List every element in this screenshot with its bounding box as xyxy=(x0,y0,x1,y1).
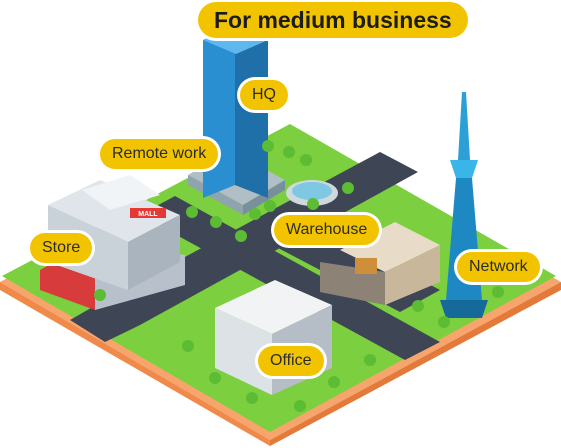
label-remote-work: Remote work xyxy=(100,139,219,169)
page-title: For medium business xyxy=(198,2,468,38)
label-hq: HQ xyxy=(240,80,288,110)
label-office: Office xyxy=(258,346,324,376)
label-store: Store xyxy=(30,233,93,263)
mall-sign: MALL xyxy=(138,211,158,218)
label-network: Network xyxy=(457,252,540,282)
warehouse-building xyxy=(320,222,440,305)
label-warehouse: Warehouse xyxy=(274,215,380,245)
trees xyxy=(94,140,504,412)
fountain xyxy=(286,180,338,206)
hq-tower xyxy=(188,26,285,215)
